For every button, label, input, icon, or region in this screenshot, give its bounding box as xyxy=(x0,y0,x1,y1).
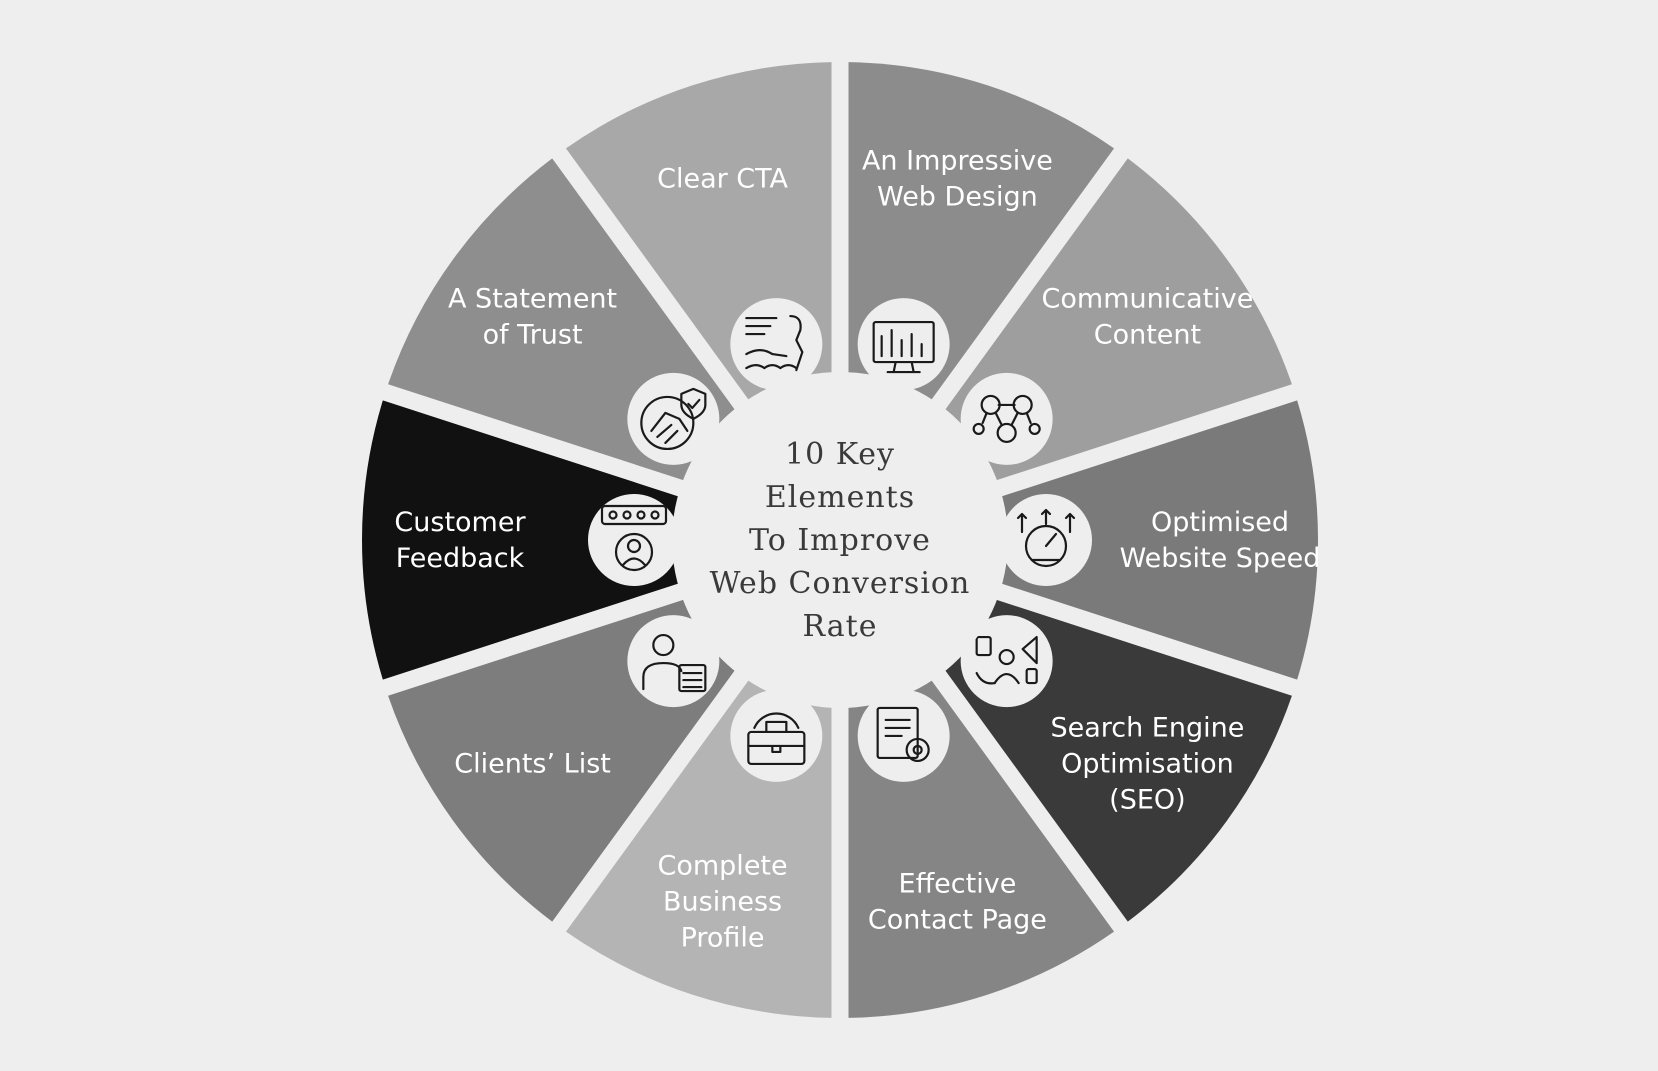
icon-bubble-circle xyxy=(1000,494,1092,586)
segment-label: Effective xyxy=(899,868,1017,899)
rating-user-icon xyxy=(600,504,668,572)
icon-bubble xyxy=(857,298,950,391)
center-title-line: Elements xyxy=(765,480,915,515)
icon-bubble xyxy=(627,372,720,465)
center-title-line: To Improve xyxy=(749,523,931,558)
center-title-line: Web Conversion xyxy=(710,566,971,601)
segment-label: Optimisation xyxy=(1061,748,1234,779)
icon-bubble xyxy=(960,615,1053,708)
speedometer-icon xyxy=(1016,508,1076,568)
segment-wedge xyxy=(899,400,1318,680)
segment-label: Search Engine xyxy=(1050,712,1244,743)
icon-bubbles xyxy=(588,298,1092,782)
contact-document-gear-icon xyxy=(876,706,930,763)
icon-bubble xyxy=(857,689,950,782)
segment-label: Feedback xyxy=(396,543,525,574)
icon-bubble xyxy=(627,615,720,708)
segment-label: Communicative xyxy=(1042,284,1254,315)
seo-megaphone-icon xyxy=(975,635,1038,685)
icon-bubble-circle xyxy=(627,615,720,708)
icon-bubble xyxy=(730,298,823,391)
segment-label: Complete xyxy=(658,850,788,881)
icon-bubble xyxy=(730,689,823,782)
icon-bubble xyxy=(960,372,1053,465)
web-design-monitor-icon xyxy=(872,320,935,374)
segment-label: Website Speed xyxy=(1120,543,1321,574)
segment-wedge xyxy=(361,400,781,680)
segment-label: Clear CTA xyxy=(657,164,788,195)
icon-bubble-circle xyxy=(730,689,823,782)
segment-label: Optimised xyxy=(1151,507,1289,538)
center-title-line: Rate xyxy=(803,609,878,644)
briefcase-gear-icon xyxy=(747,712,806,766)
center-title-line: 10 Key xyxy=(785,437,895,472)
icon-bubble-circle xyxy=(960,372,1053,465)
network-people-icon xyxy=(972,394,1041,444)
cta-hand-phone-icon xyxy=(745,314,804,372)
client-list-icon xyxy=(642,633,707,693)
segment-label: of Trust xyxy=(483,320,583,351)
handshake-shield-icon xyxy=(640,387,707,451)
segment-label: Business xyxy=(663,886,782,917)
segment-label: Content xyxy=(1094,320,1201,351)
segment-label: Contact Page xyxy=(868,904,1047,935)
segment-label: Customer xyxy=(394,507,526,538)
segment-label: Web Design xyxy=(877,182,1038,213)
segment-label: (SEO) xyxy=(1109,784,1186,815)
segment-label: An Impressive xyxy=(862,146,1053,177)
segment-label: Clients’ List xyxy=(454,748,611,779)
segment-label: A Statement xyxy=(448,284,617,315)
icon-bubble xyxy=(588,494,680,586)
icon-bubble xyxy=(1000,494,1092,586)
center-circle xyxy=(672,372,1008,708)
segment-label: Profile xyxy=(681,922,765,953)
